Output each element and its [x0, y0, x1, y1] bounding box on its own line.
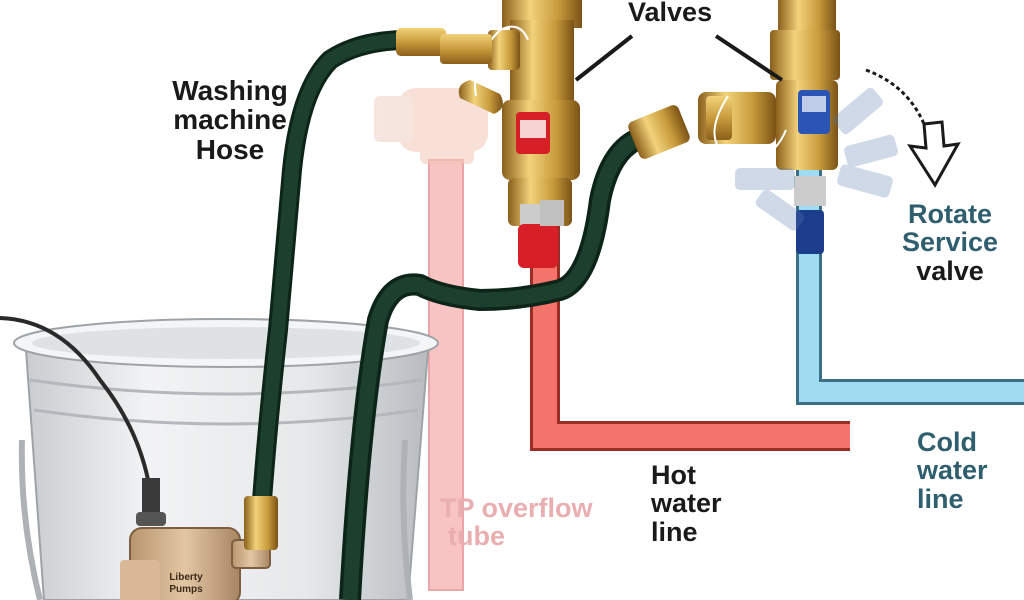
- label-cold-line-2: water: [917, 455, 988, 486]
- label-rotate-line-2: Service: [901, 227, 999, 258]
- bucket: [13, 318, 439, 600]
- label-tp-line-1: TP overflow: [440, 493, 593, 523]
- washing-machine-hose-left: [244, 28, 492, 550]
- label-tp-line-2: tube: [448, 521, 505, 552]
- label-cold-water-line: Cold water line: [917, 428, 988, 513]
- label-tp-overflow-tube: TP overflow tube: [440, 494, 593, 551]
- label-washing-line-3: Hose: [195, 133, 265, 165]
- tp-relief-valve: [374, 88, 488, 164]
- pump-brand-line-2: Pumps: [169, 584, 203, 595]
- label-rotate-line-3: valve: [916, 255, 984, 286]
- label-hot-line-3: line: [651, 516, 698, 547]
- washing-machine-hose-right: [339, 105, 690, 600]
- tp-overflow-tube: [428, 159, 464, 591]
- hot-valve-cap: [458, 25, 529, 114]
- label-hot-water-line: Hot water line: [651, 461, 722, 546]
- pump-cord: [0, 316, 152, 491]
- label-washing-line-1: Washing: [172, 75, 288, 106]
- label-hot-line-1: Hot: [651, 460, 696, 490]
- label-cold-line-1: Cold: [917, 427, 977, 457]
- rotating-handle-ghosts: [735, 87, 898, 231]
- valves-pointer-lines: [574, 34, 784, 82]
- rotate-arrow: [865, 68, 961, 188]
- label-valves: Valves: [628, 0, 713, 27]
- label-hot-line-2: water: [651, 488, 722, 519]
- label-rotate-service-valve: Rotate Service valve: [880, 200, 1020, 285]
- label-washing-line-2: machine: [173, 104, 287, 136]
- label-cold-line-3: line: [917, 483, 964, 514]
- hot-side-valve: [488, 0, 582, 268]
- cold-side-valve: [698, 0, 840, 254]
- hot-water-line: [530, 200, 850, 451]
- label-washing-machine-hose: Washing machine Hose: [160, 75, 300, 165]
- pump-brand-line-1: Liberty: [169, 572, 203, 583]
- cold-water-line: [796, 0, 1024, 405]
- label-rotate-line-1: Rotate: [907, 199, 992, 229]
- cold-valve-wire: [713, 95, 787, 162]
